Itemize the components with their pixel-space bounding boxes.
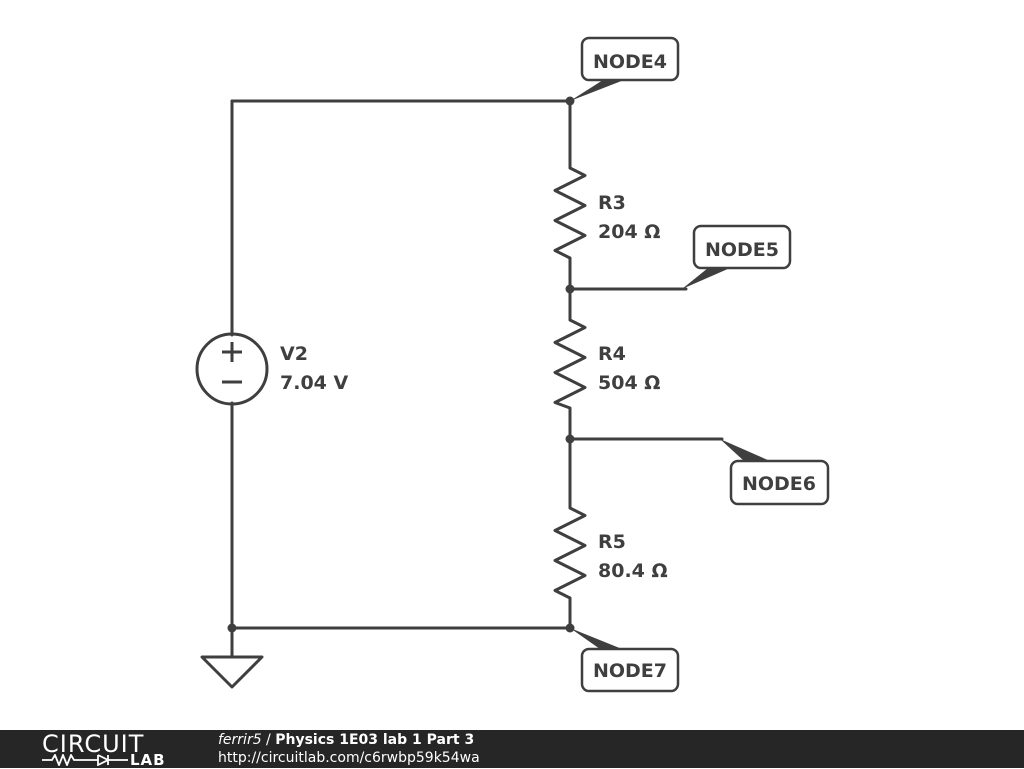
logo-waveform-icon <box>42 754 128 766</box>
ground-symbol <box>200 655 264 689</box>
node6-label[interactable]: NODE6 <box>720 439 830 506</box>
footer-title-line: ferrir5 / Physics 1E03 lab 1 Part 3 <box>218 732 474 748</box>
node4-label[interactable]: NODE4 <box>570 36 680 101</box>
r3-name-label: R3 <box>598 192 626 214</box>
r3-value-label: 204 Ω <box>598 221 660 243</box>
logo-circuit-text: CIRCUIT <box>42 730 145 758</box>
resistor-r3-zigzag <box>553 166 587 260</box>
resistor-r5[interactable]: R5 80.4 Ω <box>553 506 668 600</box>
r4-value-label: 504 Ω <box>598 372 660 394</box>
node7-label[interactable]: NODE7 <box>570 628 680 693</box>
logo-lab-text: LAB <box>130 751 166 769</box>
junction-node6 <box>565 434 575 444</box>
voltage-source-v2[interactable]: V2 7.04 V <box>195 332 348 406</box>
node4-box <box>580 36 680 82</box>
voltage-source-circle <box>195 332 269 406</box>
node7-box <box>580 647 680 693</box>
resistor-r4-zigzag <box>553 318 587 410</box>
node6-text: NODE6 <box>742 473 816 495</box>
plus-sign-icon <box>222 342 242 362</box>
node6-pointer <box>720 439 770 461</box>
node5-text: NODE5 <box>705 239 779 261</box>
node6-box <box>729 459 830 506</box>
resistor-r5-zigzag <box>553 506 587 600</box>
footer-bar: CIRCUIT LAB ferrir5 / Physics 1E03 lab 1… <box>0 730 1024 769</box>
footer-circuit-title[interactable]: Physics 1E03 lab 1 Part 3 <box>275 732 475 748</box>
junction-node5 <box>565 284 575 294</box>
node4-text: NODE4 <box>593 51 667 73</box>
node5-label[interactable]: NODE5 <box>682 224 792 289</box>
circuitlab-logo[interactable]: CIRCUIT LAB <box>42 730 182 769</box>
node5-box <box>692 224 792 270</box>
node5-pointer <box>682 268 730 289</box>
v2-name-label: V2 <box>280 343 308 365</box>
footer-user[interactable]: ferrir5 <box>218 732 262 748</box>
footer-separator: / <box>261 732 276 748</box>
resistor-r3[interactable]: R3 204 Ω <box>553 166 660 260</box>
r5-name-label: R5 <box>598 531 626 553</box>
r5-value-label: 80.4 Ω <box>598 560 668 582</box>
resistor-r4[interactable]: R4 504 Ω <box>553 318 660 410</box>
junction-ground <box>227 623 237 633</box>
footer-url[interactable]: http://circuitlab.com/c6rwbp59k54wa <box>218 750 480 766</box>
node7-pointer <box>570 628 622 649</box>
circuit-schematic: V2 7.04 V R3 204 Ω R4 504 Ω R5 80.4 Ω NO… <box>195 36 830 693</box>
node7-text: NODE7 <box>593 660 667 682</box>
node4-pointer <box>570 80 624 101</box>
v2-value-label: 7.04 V <box>280 372 348 394</box>
r4-name-label: R4 <box>598 343 626 365</box>
